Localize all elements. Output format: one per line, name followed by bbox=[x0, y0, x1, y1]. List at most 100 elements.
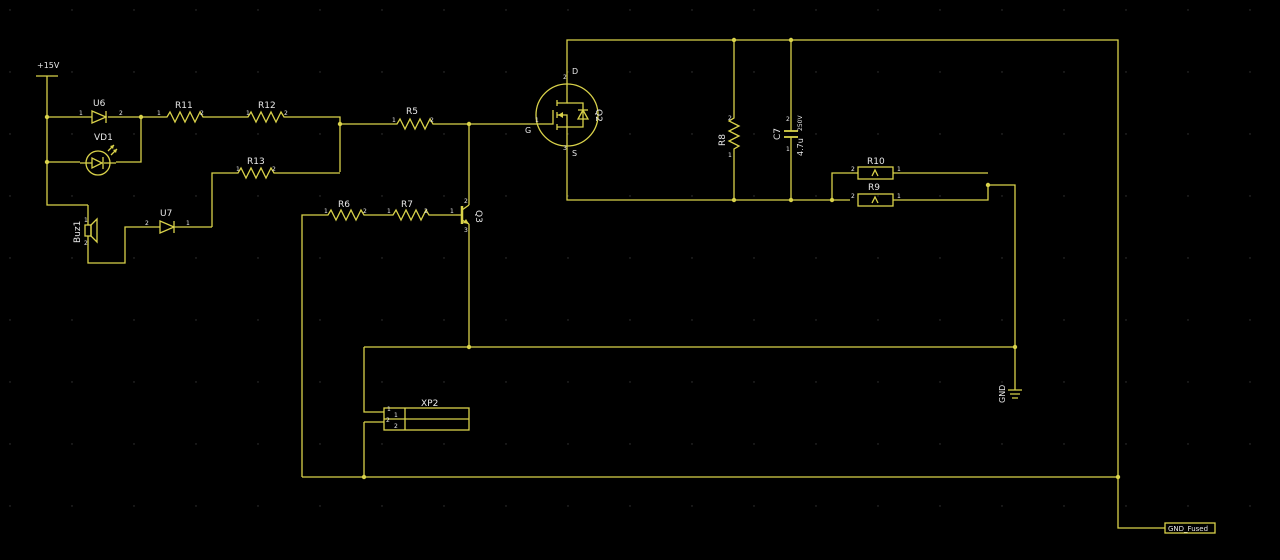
grid-dot bbox=[381, 133, 383, 135]
grid-dot bbox=[815, 71, 817, 73]
grid-dot bbox=[629, 71, 631, 73]
resistor-r12: R12 1 2 bbox=[243, 101, 291, 124]
grid-dot bbox=[381, 505, 383, 507]
grid-dot bbox=[1249, 257, 1251, 259]
grid-dot bbox=[9, 443, 11, 445]
grid-dot bbox=[629, 381, 631, 383]
grid-dot bbox=[753, 71, 755, 73]
grid-dot bbox=[629, 443, 631, 445]
grid-dot bbox=[939, 71, 941, 73]
grid-dot bbox=[1001, 195, 1003, 197]
grid-dot bbox=[1187, 505, 1189, 507]
grid-dot bbox=[443, 9, 445, 11]
grid-dot bbox=[691, 381, 693, 383]
grid-dot bbox=[1125, 443, 1127, 445]
grid-dot bbox=[505, 9, 507, 11]
grid-dot bbox=[877, 195, 879, 197]
grid-dot bbox=[1001, 319, 1003, 321]
grid-dot bbox=[443, 71, 445, 73]
resistor-r5: R5 1 2 bbox=[390, 107, 437, 131]
grid-dot bbox=[195, 319, 197, 321]
grid-dot bbox=[257, 319, 259, 321]
resistor-r8: R8 2 1 bbox=[718, 110, 741, 159]
svg-text:2: 2 bbox=[424, 208, 428, 215]
grid-dot bbox=[691, 257, 693, 259]
grid-dot bbox=[319, 443, 321, 445]
grid-dot bbox=[505, 443, 507, 445]
grid-dot bbox=[1125, 9, 1127, 11]
grid-dot bbox=[1001, 133, 1003, 135]
svg-text:2: 2 bbox=[728, 115, 732, 122]
resistor-r10: R10 2 1 bbox=[851, 157, 901, 180]
grid-dot bbox=[257, 257, 259, 259]
grid-dot bbox=[753, 381, 755, 383]
diode-u6: U6 1 2 bbox=[79, 99, 123, 124]
grid-dot bbox=[815, 133, 817, 135]
grid-dot bbox=[443, 443, 445, 445]
grid-dot bbox=[381, 381, 383, 383]
grid-dot bbox=[877, 505, 879, 507]
svg-text:R8: R8 bbox=[718, 134, 728, 146]
grid-dot bbox=[691, 505, 693, 507]
grid-dot bbox=[753, 443, 755, 445]
grid-dot bbox=[381, 319, 383, 321]
grid-dot bbox=[815, 443, 817, 445]
grid-dot bbox=[567, 505, 569, 507]
grid-dot bbox=[195, 133, 197, 135]
capacitor-c7: C7 4.7u 250V 2 1 bbox=[773, 115, 805, 156]
grid-dot bbox=[257, 9, 259, 11]
grid-dot bbox=[71, 9, 73, 11]
grid-dot bbox=[815, 505, 817, 507]
grid-dot bbox=[877, 257, 879, 259]
ground-symbol: GND bbox=[998, 385, 1022, 403]
svg-text:1: 1 bbox=[786, 146, 790, 153]
grid-dot bbox=[505, 381, 507, 383]
grid-dot bbox=[9, 71, 11, 73]
grid-dot bbox=[195, 505, 197, 507]
grid-dot bbox=[257, 71, 259, 73]
grid-dot bbox=[691, 133, 693, 135]
grid-dot bbox=[1125, 319, 1127, 321]
grid-dot bbox=[71, 319, 73, 321]
svg-text:2: 2 bbox=[430, 117, 434, 124]
grid-dot bbox=[1187, 319, 1189, 321]
grid-dot bbox=[257, 133, 259, 135]
grid-dot bbox=[1001, 381, 1003, 383]
grid-dot bbox=[1001, 505, 1003, 507]
grid-dot bbox=[319, 71, 321, 73]
grid-dot bbox=[505, 257, 507, 259]
grid-dot bbox=[939, 505, 941, 507]
resistor-r9: R9 2 1 bbox=[851, 183, 901, 207]
resistor-r6: R6 1 2 bbox=[322, 200, 370, 222]
grid-dot bbox=[443, 381, 445, 383]
grid-dot bbox=[815, 257, 817, 259]
grid-dot bbox=[877, 381, 879, 383]
grid-dot bbox=[939, 133, 941, 135]
grid-dot bbox=[71, 443, 73, 445]
grid-dot bbox=[257, 443, 259, 445]
svg-text:2: 2 bbox=[84, 240, 88, 247]
svg-text:2: 2 bbox=[851, 166, 855, 173]
grid-dot bbox=[9, 319, 11, 321]
grid-dot bbox=[1063, 319, 1065, 321]
grid-dot bbox=[1249, 133, 1251, 135]
grid-dot bbox=[1063, 381, 1065, 383]
svg-text:2: 2 bbox=[200, 110, 204, 117]
grid-dot bbox=[1125, 195, 1127, 197]
svg-text:1: 1 bbox=[392, 117, 396, 124]
grid-dot bbox=[381, 195, 383, 197]
grid-dot bbox=[1063, 71, 1065, 73]
resistor-r7: R7 1 2 bbox=[387, 200, 432, 222]
svg-text:1: 1 bbox=[387, 208, 391, 215]
grid-dot bbox=[1063, 443, 1065, 445]
svg-text:2: 2 bbox=[851, 193, 855, 200]
grid-dot bbox=[939, 443, 941, 445]
svg-text:R9: R9 bbox=[868, 183, 880, 193]
grid-dot bbox=[443, 505, 445, 507]
grid-dot bbox=[1187, 195, 1189, 197]
svg-text:2: 2 bbox=[272, 166, 276, 173]
grid-dot bbox=[815, 9, 817, 11]
svg-text:D: D bbox=[572, 67, 578, 76]
grid-dot bbox=[1249, 505, 1251, 507]
grid-dot bbox=[71, 71, 73, 73]
